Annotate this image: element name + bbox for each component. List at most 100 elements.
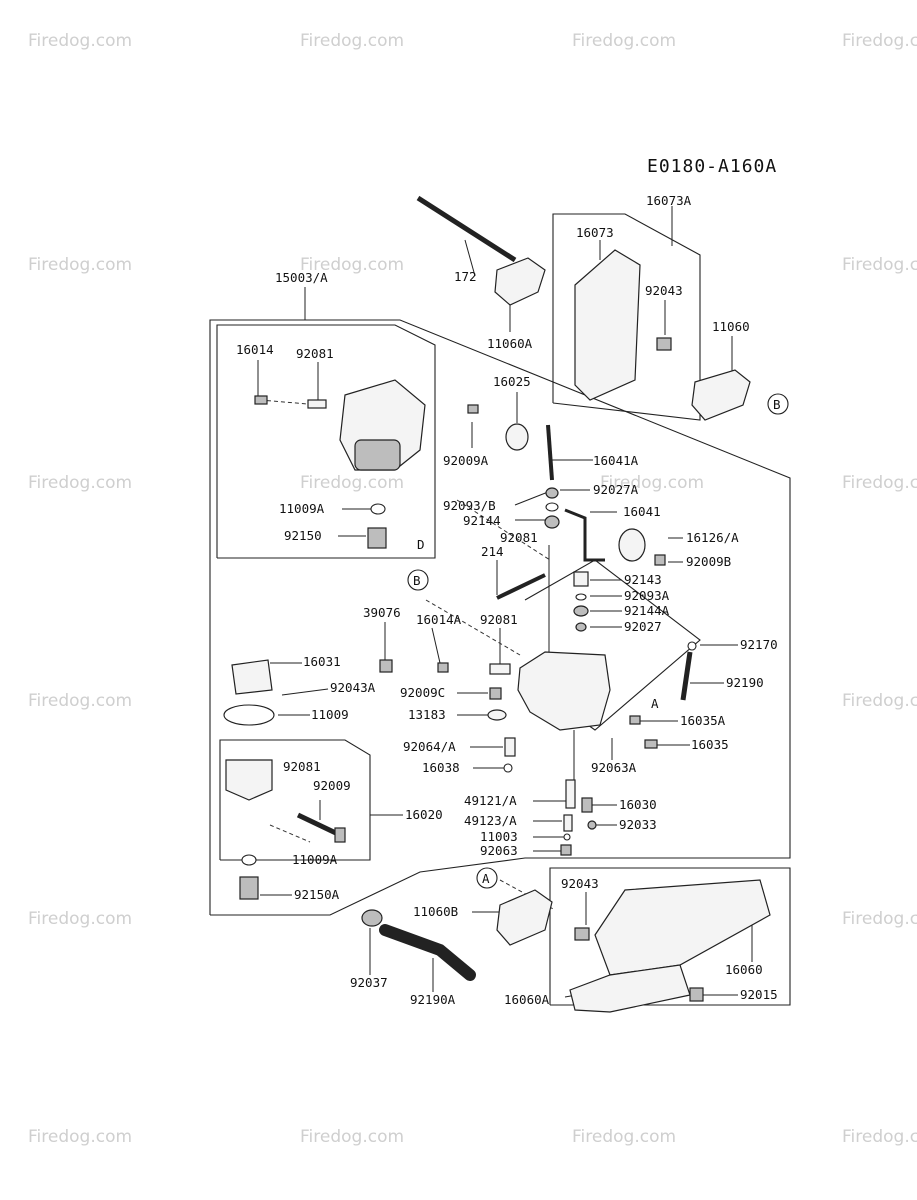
part-label: 92043A [330, 680, 376, 695]
cover-box-16073A [552, 213, 701, 421]
watermark-layer: Firedog.com Firedog.com Firedog.com Fire… [28, 31, 917, 1147]
nut-92015 [689, 987, 704, 1002]
watermark: Firedog.com [28, 255, 132, 275]
tube-49123A [563, 814, 573, 832]
part-label: 92144A [624, 603, 670, 618]
watermark: Firedog.com [28, 691, 132, 711]
watermark: Firedog.com [300, 473, 404, 493]
collar-92043-low [574, 927, 590, 941]
part-label: 16014 [236, 342, 274, 357]
ring-92093A [575, 593, 587, 601]
carburetor-body [517, 651, 611, 731]
part-label: 92033 [619, 817, 657, 832]
part-label: 92063A [591, 760, 637, 775]
marker-a-circle [476, 867, 498, 889]
shaft-16041 [564, 508, 605, 562]
part-label: 92027A [593, 482, 639, 497]
part-label: 92143 [624, 572, 662, 587]
spring-92081-mid [489, 663, 511, 675]
seal-16038 [503, 763, 513, 773]
screw-16035A [629, 715, 641, 725]
part-label: 11060A [487, 336, 533, 351]
seal-92027 [575, 622, 587, 632]
float-bowl-inset [354, 439, 401, 471]
part-label: 92043 [645, 283, 683, 298]
part-label: 16073 [576, 225, 614, 240]
part-label: 92064/A [403, 739, 456, 754]
main-frame-outline [209, 319, 791, 916]
jet-92064A [504, 737, 516, 757]
part-label: 92081 [500, 530, 538, 545]
part-label: 92043 [561, 876, 599, 891]
screw-92009C [489, 687, 502, 700]
marker-b-circle [767, 393, 789, 415]
gasket-11060 [691, 369, 751, 421]
valve-16126A [618, 528, 646, 562]
part-label: 92150A [294, 887, 340, 902]
spacer-16031 [231, 659, 273, 695]
part-label: 92027 [624, 619, 662, 634]
watermark: Firedog.com [842, 691, 917, 711]
part-label: 92009B [686, 554, 731, 569]
part-label: 16073A [646, 193, 692, 208]
clamp-92170 [687, 641, 697, 651]
part-label: 92144 [463, 513, 501, 528]
part-label: 11060B [413, 904, 458, 919]
part-label: 16035 [691, 737, 729, 752]
part-label: 11060 [712, 319, 750, 334]
part-label: 16060 [725, 962, 763, 977]
watermark: Firedog.com [842, 255, 917, 275]
part-label: 49121/A [464, 793, 517, 808]
part-label: 92190 [726, 675, 764, 690]
marker-b: B [773, 397, 781, 412]
part-labels: 16073A 16073 172 15003/A 92043 11060 110… [236, 193, 778, 1007]
part-label: 16038 [422, 760, 460, 775]
marker-a: A [482, 871, 490, 886]
inset-box-d [216, 324, 436, 559]
part-92063 [560, 844, 572, 856]
tube-49121A [565, 779, 576, 809]
part-label: 16041 [623, 504, 661, 519]
box-16060A [549, 867, 791, 1006]
screw-92009 [334, 827, 346, 843]
screw-16014A [437, 662, 449, 673]
watermark: Firedog.com [842, 473, 917, 493]
watermark: Firedog.com [300, 31, 404, 51]
watermark: Firedog.com [572, 1127, 676, 1147]
spring-92081 [307, 399, 327, 409]
part-label: 92009 [313, 778, 351, 793]
part-label: 16031 [303, 654, 341, 669]
part-label: 16126/A [686, 530, 739, 545]
part-label: 16041A [593, 453, 639, 468]
part-label: 16030 [619, 797, 657, 812]
part-label: 92081 [283, 759, 321, 774]
spring-92144A [573, 605, 589, 617]
part-label: 16020 [405, 807, 443, 822]
stud-172 [416, 195, 517, 263]
watermark: Firedog.com [842, 1127, 917, 1147]
screw-16014 [254, 395, 268, 405]
part-label: 92015 [740, 987, 778, 1002]
screw-92009A [467, 404, 479, 414]
part-label: 92150 [284, 528, 322, 543]
marker-b-circle [407, 569, 429, 591]
part-label: 49123/A [464, 813, 517, 828]
gasket-11009 [223, 704, 275, 726]
watermark: Firedog.com [28, 909, 132, 929]
air-filter-16060 [594, 879, 771, 976]
part-label: 39076 [363, 605, 401, 620]
part-label: 11009 [311, 707, 349, 722]
float-bowl-16020 [225, 759, 273, 801]
washer-11009A-low [241, 854, 257, 866]
collar-92143 [573, 571, 589, 587]
jet-16030 [581, 797, 593, 813]
watermark: Firedog.com [842, 909, 917, 929]
part-label: 92081 [480, 612, 518, 627]
ring-92093B [545, 502, 559, 512]
part-label: 11009A [279, 501, 325, 516]
drain-92150A [239, 876, 259, 900]
part-label: 92009C [400, 685, 445, 700]
gasket-11060A [494, 257, 546, 306]
part-illustrations [223, 195, 771, 1013]
